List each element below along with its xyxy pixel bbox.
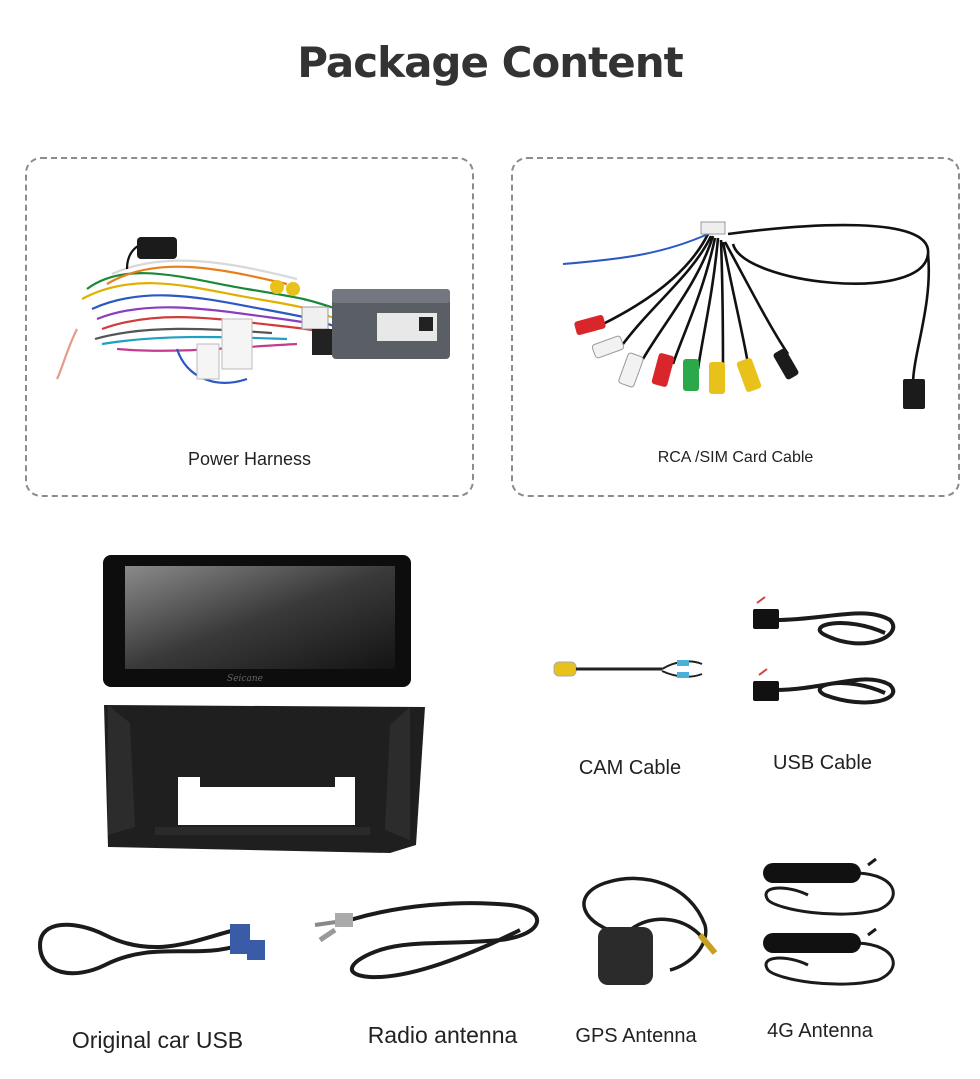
original-car-usb-label: Original car USB bbox=[71, 1027, 244, 1053]
radio-antenna-label: Radio antenna bbox=[367, 1022, 518, 1048]
rca-sim-cable-card: RCA /SIM Card Cable bbox=[511, 157, 960, 497]
page-title: Package Content bbox=[297, 38, 683, 87]
usb-cable-image bbox=[753, 596, 896, 705]
original-car-usb-image bbox=[38, 922, 265, 976]
brand-logo: Seicane bbox=[227, 674, 263, 684]
usb-cable-label: USB Cable bbox=[773, 752, 872, 774]
gps-antenna-image bbox=[582, 876, 718, 985]
4g-antenna-label: 4G Antenna bbox=[767, 1020, 873, 1042]
4g-antenna-image bbox=[763, 857, 895, 986]
cam-cable-image bbox=[553, 660, 703, 678]
power-harness-label: Power Harness bbox=[187, 449, 312, 469]
power-harness-card: Power Harness bbox=[25, 157, 474, 497]
rca-sim-cable-label: RCA /SIM Card Cable bbox=[657, 449, 814, 466]
rca-sim-cable-image bbox=[562, 221, 931, 409]
power-harness-image bbox=[56, 237, 450, 384]
cam-cable-label: CAM Cable bbox=[578, 757, 682, 779]
head-unit-screen-image: Seicane bbox=[103, 555, 425, 853]
gps-antenna-label: GPS Antenna bbox=[575, 1025, 697, 1047]
radio-antenna-image bbox=[314, 901, 540, 980]
